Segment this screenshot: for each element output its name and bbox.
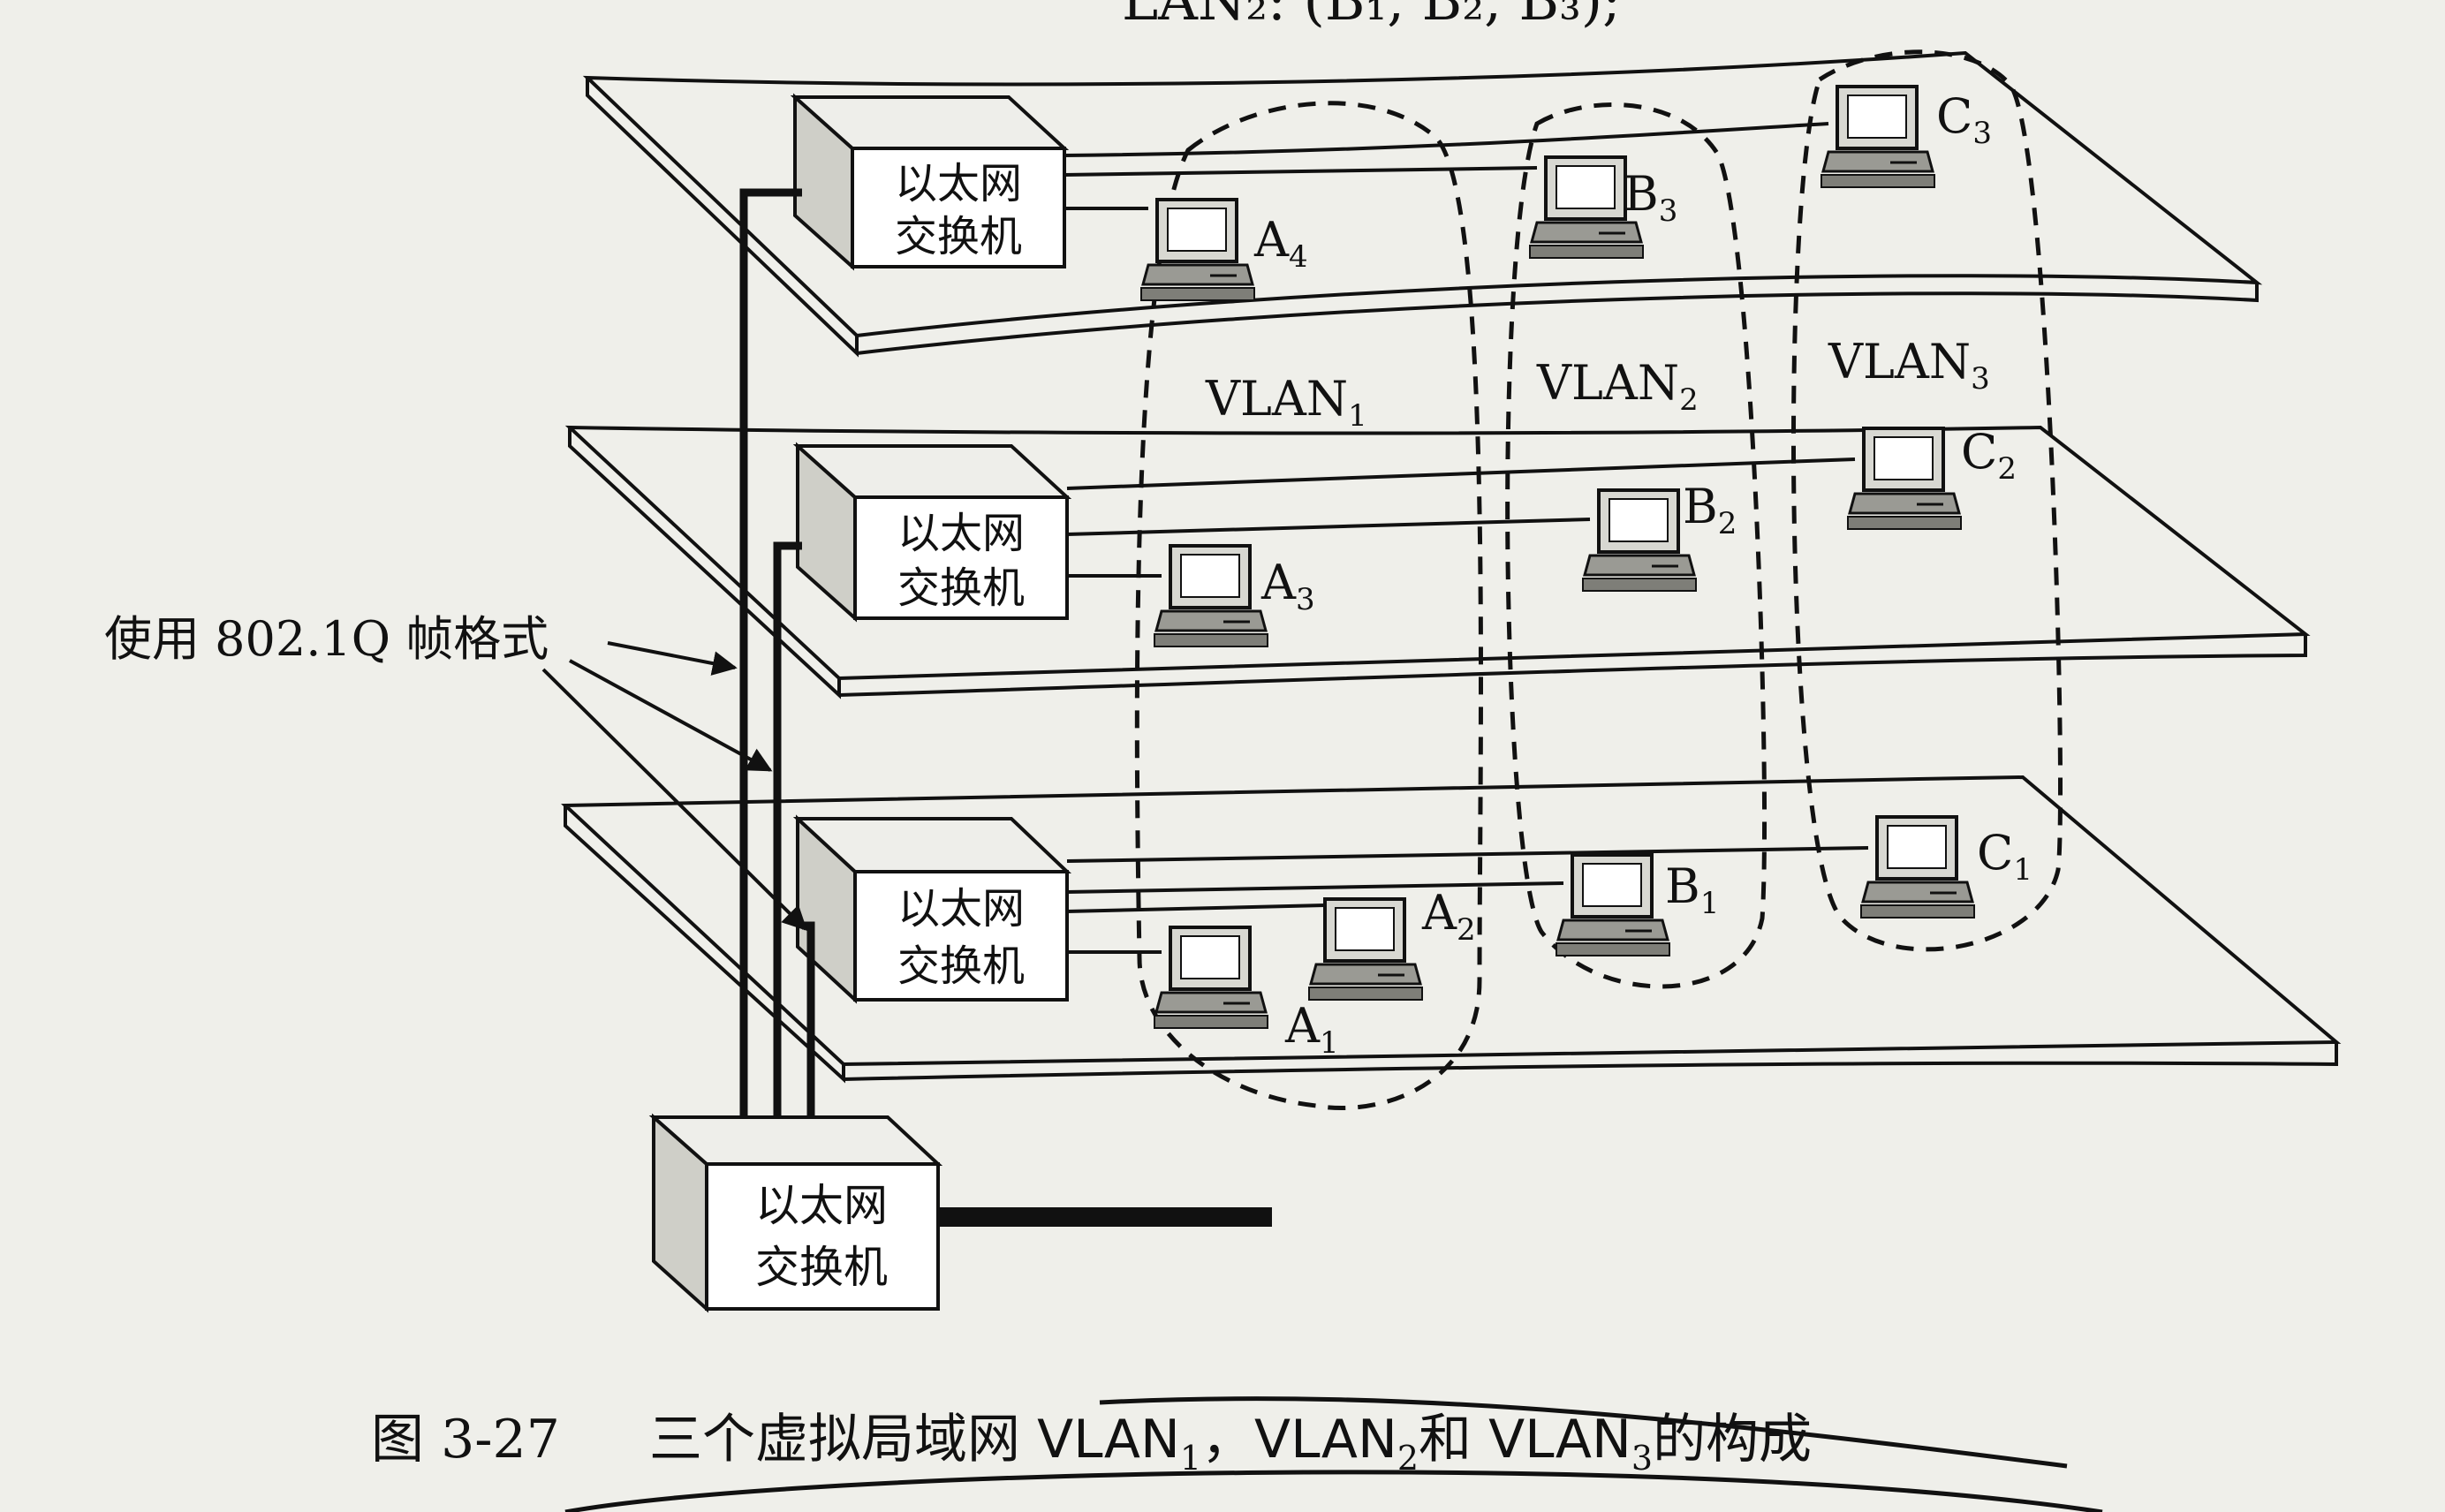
host-b1-computer-icon [1556,853,1670,956]
vlan-enclosures [1134,49,2063,1111]
vlan-labels: VLAN1 VLAN2 VLAN3 [1205,334,1990,434]
switch-label-line2: 交换机 [755,1242,888,1293]
host-label-a3: A3 [1260,555,1315,617]
header-fragment: LAN₂: (B₁, B₂, B₃); [1122,0,1621,33]
host-a3-computer-icon [1154,544,1268,647]
vlan-label-3: VLAN3 [1828,334,1990,397]
vlan-label-2: VLAN2 [1536,355,1699,418]
host-label-b1: B1 [1665,858,1719,921]
access-links [1064,122,1869,954]
host-b3-computer-icon [1529,155,1644,259]
host-label-b3: B3 [1624,166,1677,229]
switch-label-line1: 以太网 [755,1180,888,1231]
host-label-c3: C3 [1936,88,1992,151]
pen-annotation [564,1396,2103,1512]
host-label-a4: A4 [1253,212,1308,275]
host-label-b2: B2 [1683,479,1737,541]
host-label-a2: A2 [1421,885,1476,948]
host-a2-computer-icon [1308,897,1423,1001]
caption-text: 三个虚拟局域网 VLAN1，VLAN2和 VLAN3的构成 [649,1409,1812,1478]
host-icons [1140,85,1975,1029]
host-a1-computer-icon [1154,926,1268,1029]
host-c2-computer-icon [1847,427,1962,530]
host-labels: A4 B3 C3 A3 B2 C2 A2 A1 B1 C1 [1253,88,2032,1061]
host-label-a1: A1 [1284,998,1339,1061]
core-switch: 以太网 交换机 [648,1113,943,1313]
floor-switch-top: 以太网 交换机 [790,93,1070,271]
host-c1-computer-icon [1860,815,1975,919]
floor-bottom [561,775,2342,1084]
host-a4-computer-icon [1140,198,1255,301]
trunk-note-arrows [541,641,807,931]
floor-top [582,50,2263,358]
floor-switch-bottom: 以太网 交换机 [792,814,1071,1004]
floor-switch-middle: 以太网 交换机 [792,442,1072,623]
trunk-note: 使用 802.1Q 帧格式 [104,611,549,667]
host-b2-computer-icon [1582,488,1697,592]
host-label-c1: C1 [1977,825,2032,888]
switch-label-line2: 交换机 [895,212,1022,261]
switch-label-line1: 以太网 [897,509,1025,558]
host-label-c2: C2 [1961,424,2017,487]
switch-label-line2: 交换机 [897,941,1025,991]
host-c3-computer-icon [1821,85,1935,188]
switch-label-line1: 以太网 [895,159,1022,208]
switch-label-line1: 以太网 [897,884,1025,934]
vlan-label-1: VLAN1 [1205,371,1367,434]
figure-caption: 图 3-27 三个虚拟局域网 VLAN1，VLAN2和 VLAN3的构成 [371,1409,1812,1478]
switch-label-line2: 交换机 [897,563,1025,613]
caption-fig-no: 图 3-27 [371,1409,560,1470]
